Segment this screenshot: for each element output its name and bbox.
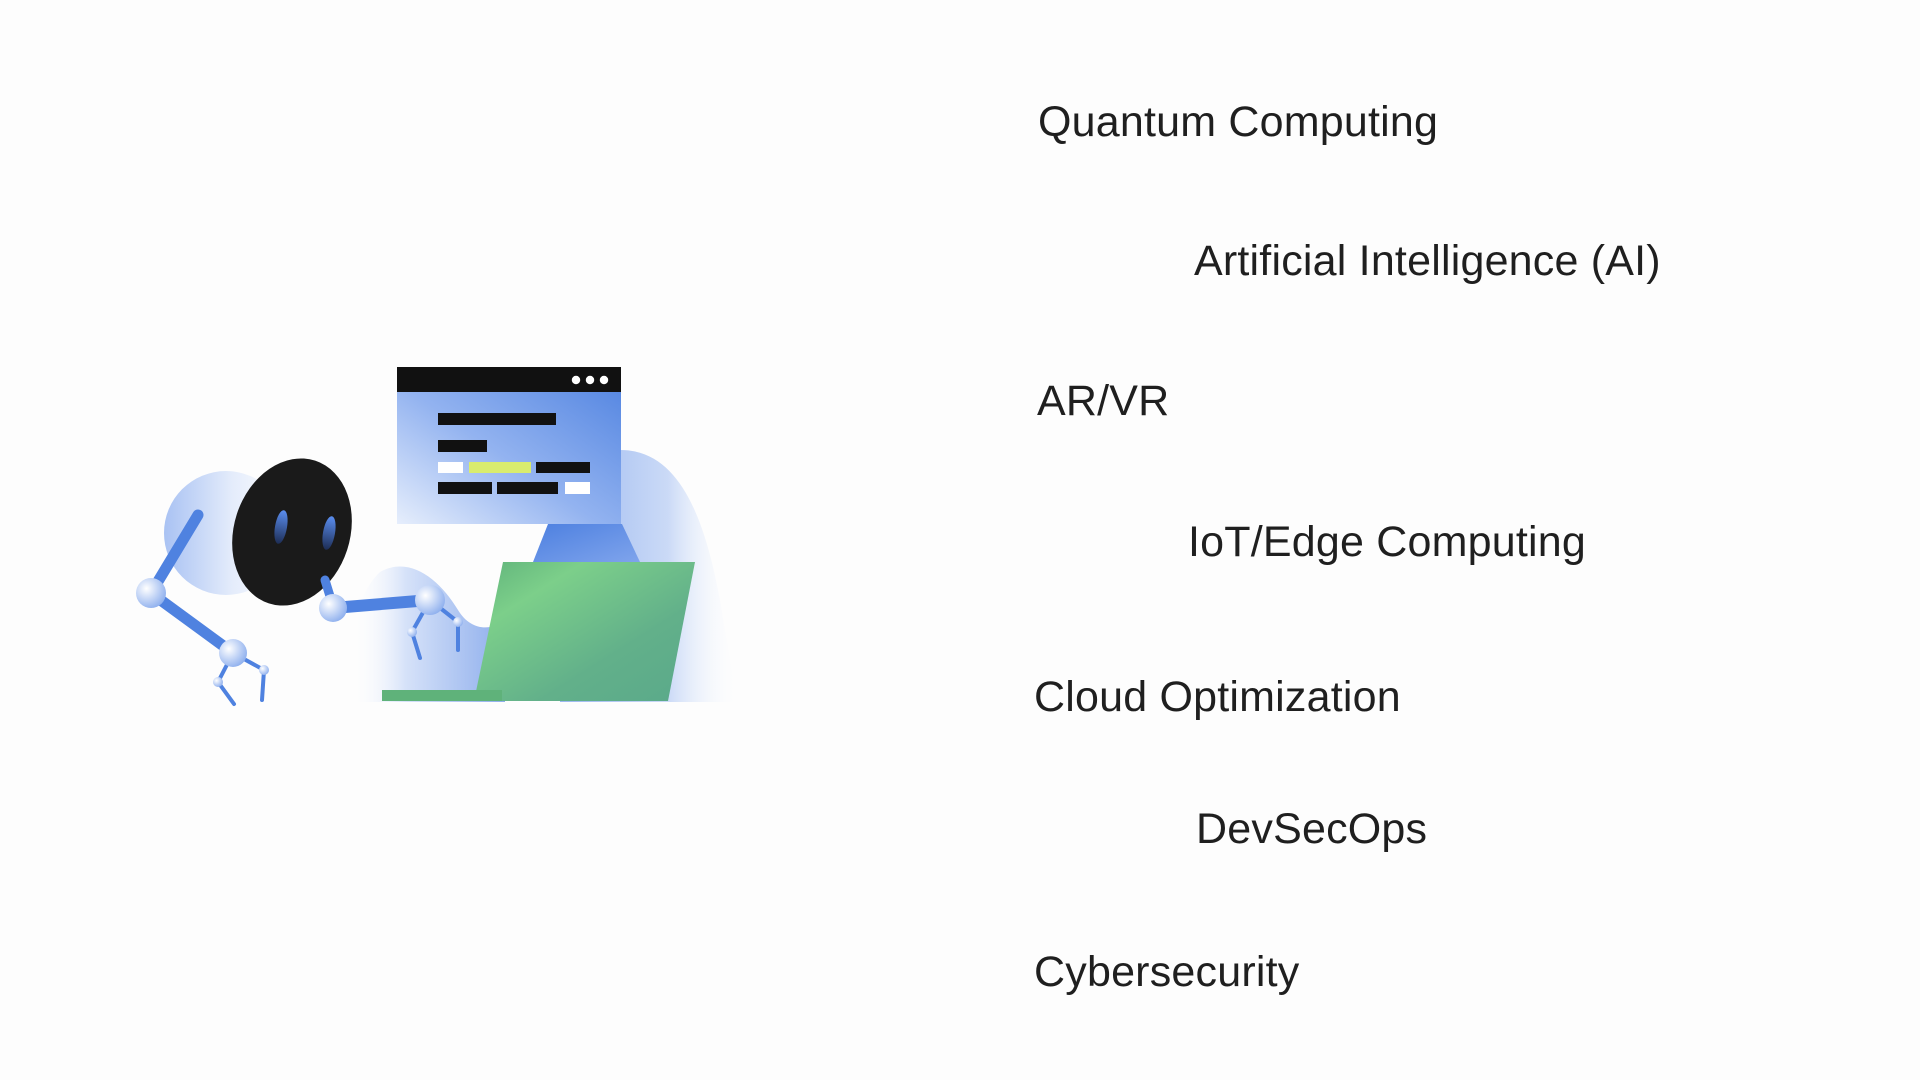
- window-content-bar: [438, 440, 487, 452]
- robot-eye-icon: [322, 516, 336, 550]
- robot-joint: [259, 665, 269, 675]
- window-content-bar: [438, 462, 463, 473]
- window-dot-icon: [571, 375, 581, 385]
- robot-eye-icon: [274, 510, 288, 544]
- browser-window: [397, 367, 621, 524]
- window-content-bar: [438, 482, 492, 494]
- window-content-bar: [536, 462, 590, 473]
- window-dot-icon: [585, 375, 595, 385]
- robot-joint: [136, 578, 166, 608]
- robot-joint: [415, 585, 445, 615]
- window-content-bar: [438, 413, 556, 425]
- window-dot-icon: [599, 375, 609, 385]
- robot-joint: [319, 594, 347, 622]
- topic-quantum-computing: Quantum Computing: [1038, 98, 1439, 146]
- window-content-bar: [497, 482, 558, 494]
- laptop-screen: [474, 562, 695, 701]
- topic-cybersecurity: Cybersecurity: [1034, 948, 1300, 996]
- robot-face: [232, 458, 352, 606]
- topic-cloud-optimization: Cloud Optimization: [1034, 673, 1401, 721]
- topic-iot-edge-computing: IoT/Edge Computing: [1188, 518, 1586, 566]
- robot-torso: [533, 524, 640, 562]
- robot-illustration: [136, 367, 740, 706]
- window-content-bar: [565, 482, 590, 494]
- laptop-base: [382, 690, 502, 701]
- robot-joint: [407, 627, 417, 637]
- robot-joint: [219, 639, 247, 667]
- window-title-bar: [397, 367, 621, 392]
- robot-right-arm: [319, 575, 463, 660]
- laptop: [382, 562, 695, 701]
- window-highlight-bar: [469, 462, 531, 473]
- robot-joint: [453, 617, 463, 627]
- robot-left-arm: [136, 509, 269, 706]
- topic-ar-vr: AR/VR: [1037, 377, 1170, 425]
- robot-joint: [213, 677, 223, 687]
- topic-artificial-intelligence: Artificial Intelligence (AI): [1194, 237, 1661, 285]
- topic-devsecops: DevSecOps: [1196, 805, 1428, 853]
